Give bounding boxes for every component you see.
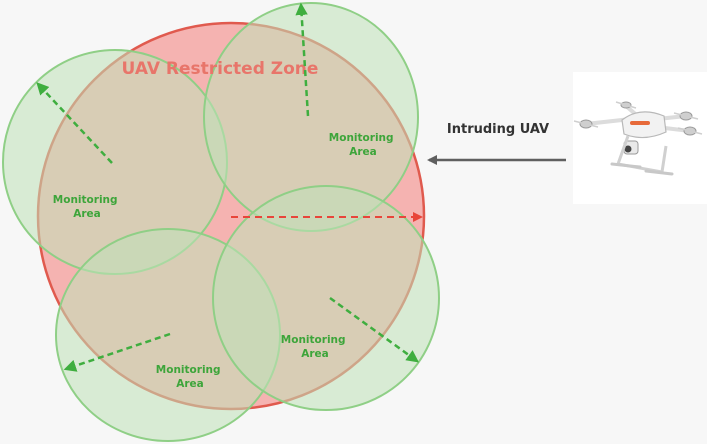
monitoring-arrow-bottom-right — [329, 296, 420, 363]
intruder-label: Intruding UAV — [447, 122, 549, 137]
monitoring-area-label-line2: Area — [349, 146, 377, 158]
monitoring-arrow-left — [36, 82, 113, 164]
monitoring-area-label-line1: Monitoring — [53, 194, 118, 206]
monitoring-area-label-line2: Area — [73, 208, 101, 220]
monitoring-arrow-top-right — [295, 2, 310, 117]
monitoring-area-circle-bottom-right — [212, 185, 440, 411]
restricted-zone-title: UAV Restricted Zone — [122, 59, 319, 79]
monitoring-arrow-bottom-left — [63, 332, 171, 372]
monitoring-area-label-line1: Monitoring — [281, 334, 346, 346]
monitoring-area-label-bottom-right: Monitoring Area — [281, 334, 349, 360]
monitoring-area-label-bottom-left: Monitoring Area — [156, 364, 224, 390]
monitoring-area-label-top-right: Monitoring Area — [329, 132, 397, 158]
quadcopter-drone-icon — [573, 101, 703, 176]
monitoring-area-label-line2: Area — [301, 348, 329, 360]
monitoring-area-label-line1: Monitoring — [329, 132, 394, 144]
monitoring-area-label-line1: Monitoring — [156, 364, 221, 376]
monitoring-area-label-left: Monitoring Area — [53, 194, 121, 220]
monitoring-area-label-line2: Area — [176, 378, 204, 390]
